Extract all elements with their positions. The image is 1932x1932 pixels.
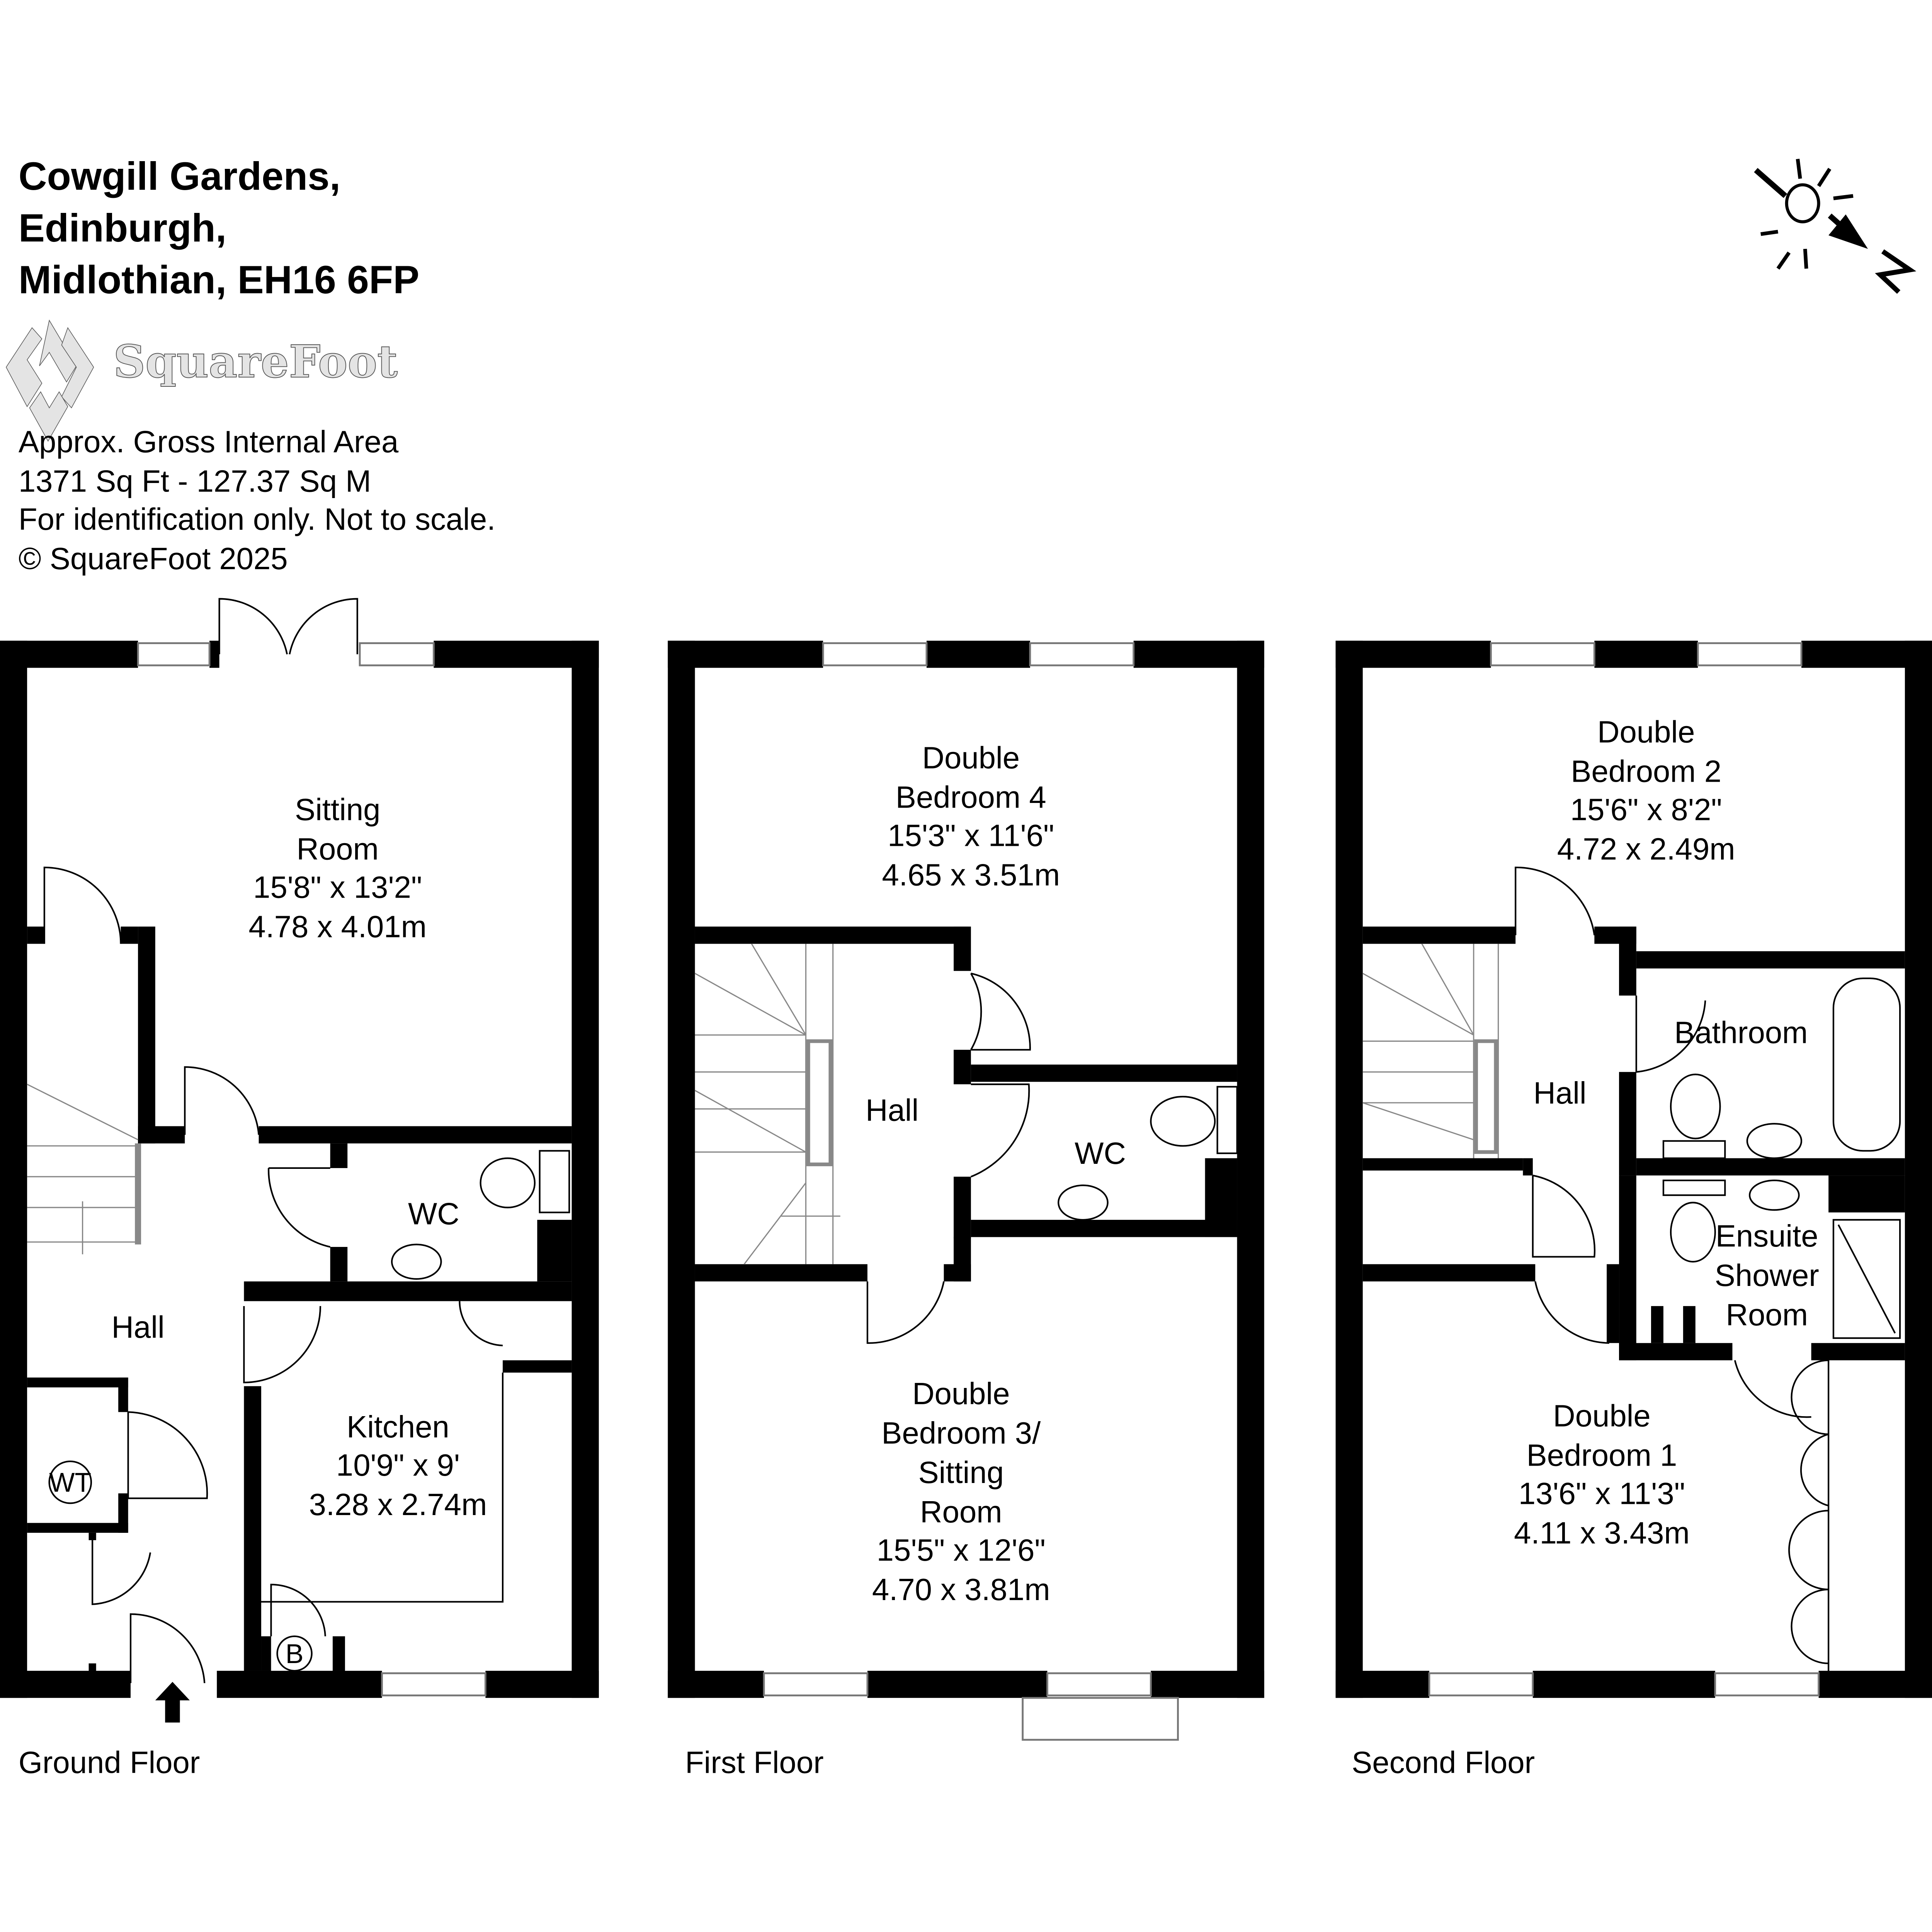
wc-label: WC bbox=[408, 1196, 459, 1231]
second-floor-plan: Double Bedroom 2 15'6" x 8'2" 4.72 x 2.4… bbox=[1335, 641, 1932, 1780]
entrance-arrow-icon bbox=[155, 1682, 190, 1723]
bathroom-fixtures bbox=[1662, 977, 1901, 1339]
window bbox=[1046, 1672, 1152, 1697]
window bbox=[1029, 642, 1135, 667]
window bbox=[359, 642, 435, 667]
bedroom2-label: Bedroom 2 bbox=[1571, 754, 1721, 789]
window bbox=[763, 1672, 869, 1697]
window bbox=[1714, 1672, 1820, 1697]
window bbox=[381, 1672, 486, 1697]
ground-floor-plan: Sitting Room 15'8" x 13'2" 4.78 x 4.01m … bbox=[0, 598, 599, 1780]
hall-label: Hall bbox=[111, 1310, 164, 1344]
bedroom3-label: Room bbox=[920, 1495, 1002, 1529]
bedroom3-label: Double bbox=[912, 1376, 1010, 1411]
area-line: Approx. Gross Internal Area bbox=[19, 424, 399, 459]
window bbox=[137, 642, 211, 667]
second-walls bbox=[1335, 641, 1932, 1698]
bedroom1-label: Double bbox=[1553, 1398, 1651, 1433]
sitting-room-label: Sitting bbox=[295, 793, 381, 827]
wt-label: WT bbox=[49, 1467, 91, 1498]
first-walls bbox=[668, 641, 1264, 1698]
water-tank-icon bbox=[48, 1460, 92, 1504]
address-line: Cowgill Gardens, bbox=[19, 154, 340, 198]
bedroom4-label: Double bbox=[922, 741, 1020, 775]
window bbox=[1428, 1672, 1534, 1697]
bedroom4-label: Bedroom 4 bbox=[896, 780, 1046, 815]
boiler-label: B bbox=[286, 1638, 304, 1669]
second-floor-label: Second Floor bbox=[1352, 1745, 1535, 1780]
stairs bbox=[694, 943, 840, 1265]
wc-fixtures bbox=[391, 1150, 570, 1280]
logo-diamond-icon bbox=[6, 319, 94, 442]
area-line: For identification only. Not to scale. bbox=[19, 502, 496, 536]
bedroom2-dims-metric: 4.72 x 2.49m bbox=[1557, 832, 1735, 866]
bay-window bbox=[1022, 1697, 1179, 1741]
first-floor-label: First Floor bbox=[685, 1745, 824, 1780]
window bbox=[822, 642, 928, 667]
area-info: Approx. Gross Internal Area 1371 Sq Ft -… bbox=[19, 424, 496, 576]
sitting-room-dims-imperial: 15'8" x 13'2" bbox=[253, 870, 422, 904]
kitchen-dims-metric: 3.28 x 2.74m bbox=[309, 1487, 487, 1522]
compass-sun-icon bbox=[1754, 158, 1917, 294]
ensuite-label: Room bbox=[1726, 1298, 1808, 1332]
bedroom2-dims-imperial: 15'6" x 8'2" bbox=[1570, 793, 1722, 827]
wc-label: WC bbox=[1075, 1136, 1126, 1170]
logo-text: SquareFoot bbox=[113, 336, 398, 388]
ensuite-label: Shower bbox=[1715, 1258, 1819, 1293]
bedroom4-dims-imperial: 15'3" x 11'6" bbox=[888, 818, 1054, 852]
address-line: Edinburgh, bbox=[19, 206, 226, 250]
hall-label: Hall bbox=[1533, 1076, 1586, 1110]
sitting-room-dims-metric: 4.78 x 4.01m bbox=[248, 909, 427, 944]
door-swings bbox=[43, 598, 504, 1684]
ground-walls bbox=[0, 641, 599, 1698]
address-line: Midlothian, EH16 6FP bbox=[19, 258, 419, 302]
area-line: 1371 Sq Ft - 127.37 Sq M bbox=[19, 464, 371, 498]
stairs bbox=[27, 1083, 141, 1255]
stairs bbox=[1362, 943, 1499, 1158]
door-swings bbox=[866, 973, 1031, 1344]
door-swings bbox=[1515, 866, 1830, 1671]
bathroom-label: Bathroom bbox=[1674, 1015, 1808, 1050]
window bbox=[1490, 642, 1595, 667]
window bbox=[1697, 642, 1803, 667]
bedroom4-dims-metric: 4.65 x 3.51m bbox=[882, 858, 1060, 892]
ensuite-label: Ensuite bbox=[1716, 1219, 1818, 1253]
bedroom3-dims-imperial: 15'5" x 12'6" bbox=[877, 1533, 1046, 1567]
squarefoot-logo: SquareFoot bbox=[6, 319, 398, 442]
sitting-room-label: Room bbox=[296, 832, 379, 866]
area-line: © SquareFoot 2025 bbox=[19, 541, 288, 576]
address-block: Cowgill Gardens, Edinburgh, Midlothian, … bbox=[19, 154, 419, 302]
wc-fixtures bbox=[1058, 1086, 1238, 1221]
bedroom1-dims-imperial: 13'6" x 11'3" bbox=[1519, 1476, 1685, 1510]
bedroom2-label: Double bbox=[1597, 715, 1695, 749]
bedroom1-label: Bedroom 1 bbox=[1526, 1438, 1677, 1472]
bedroom3-label: Sitting bbox=[918, 1455, 1004, 1490]
hall-label: Hall bbox=[866, 1093, 918, 1128]
kitchen-dims-imperial: 10'9" x 9' bbox=[336, 1448, 460, 1482]
first-floor-plan: Double Bedroom 4 15'3" x 11'6" 4.65 x 3.… bbox=[668, 641, 1264, 1780]
ground-floor-label: Ground Floor bbox=[19, 1745, 200, 1780]
kitchen-label: Kitchen bbox=[347, 1410, 449, 1444]
bedroom3-label: Bedroom 3/ bbox=[881, 1416, 1041, 1450]
boiler-icon bbox=[276, 1635, 313, 1672]
bedroom1-dims-metric: 4.11 x 3.43m bbox=[1514, 1515, 1690, 1550]
bedroom3-dims-metric: 4.70 x 3.81m bbox=[872, 1572, 1050, 1607]
